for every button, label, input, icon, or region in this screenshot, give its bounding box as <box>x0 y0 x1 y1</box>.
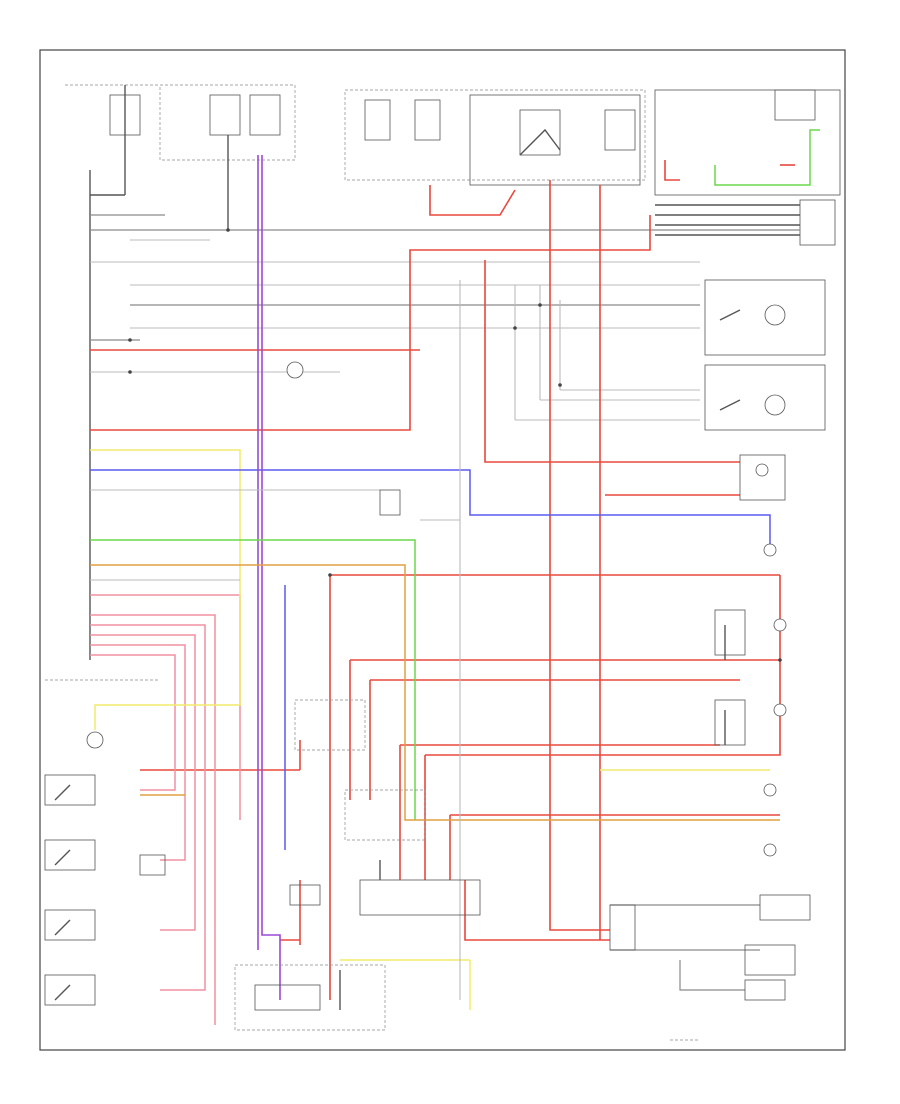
blue-wires <box>90 469 771 850</box>
left-connector-column <box>89 170 800 660</box>
purple-wire <box>257 155 281 1000</box>
luggage-lamp <box>704 364 826 431</box>
fuse-block-top-center <box>159 84 296 230</box>
orange-wire <box>90 564 780 821</box>
diagram-frame <box>39 49 846 1051</box>
courtesy-lamp-right-upper <box>704 279 826 356</box>
red-wires <box>90 180 781 1000</box>
bottom-junction-block <box>234 884 386 1031</box>
door-lamp-right-rear <box>714 609 787 660</box>
door-lamp-left-front <box>714 699 787 746</box>
green-wire <box>90 539 416 820</box>
yellow-wire <box>90 449 770 1010</box>
door-lamp-right-front <box>763 543 777 557</box>
door-lamp-left-rear <box>763 783 777 857</box>
ignition-key-light <box>739 454 786 501</box>
junction-dots <box>128 228 782 662</box>
fuse-block-top-left <box>65 84 160 196</box>
connector-block-right <box>655 199 836 246</box>
gray-wires-middle <box>90 280 760 1000</box>
relay-module <box>654 89 841 196</box>
fuse-block-top-right <box>344 89 646 186</box>
center-switch-module <box>286 361 481 916</box>
left-door-switches <box>44 679 166 1006</box>
pink-wires <box>90 594 241 1025</box>
bottom-right-module <box>609 894 811 1041</box>
